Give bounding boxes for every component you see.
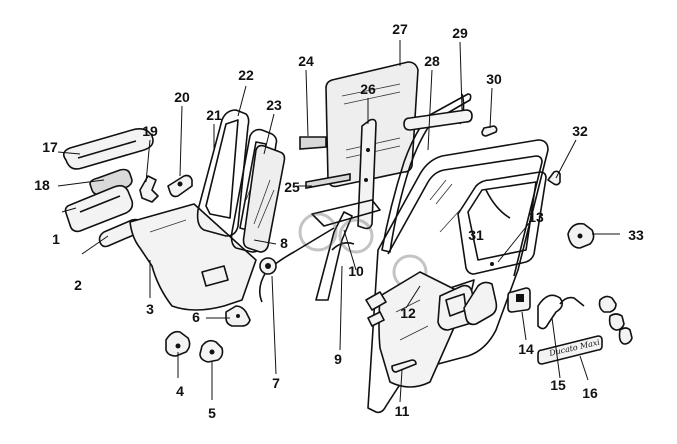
callout-30: 30 (486, 71, 502, 87)
callout-17: 17 (42, 139, 58, 155)
part-hinge-bracket (199, 339, 224, 363)
part-door-bumper (567, 222, 595, 249)
callout-4: 4 (176, 383, 184, 399)
part-run-channel-front (381, 93, 472, 253)
part-lower-hinge (365, 291, 387, 327)
callout-26: 26 (360, 81, 376, 97)
part-check-strap-pin (391, 359, 417, 373)
callout-3: 3 (146, 301, 154, 317)
callout-labels: 1 2 3 4 5 6 7 8 9 10 11 12 13 14 15 16 1… (34, 21, 644, 421)
callout-5: 5 (208, 405, 216, 421)
callout-6: 6 (192, 309, 200, 325)
callout-25: 25 (284, 179, 300, 195)
part-inner-window-frame (457, 171, 547, 275)
callout-2: 2 (74, 277, 82, 293)
part-grab-handle (62, 128, 154, 170)
part-run-channel-rear (403, 93, 473, 131)
callout-16: 16 (582, 385, 598, 401)
part-door-trim-panel (129, 203, 257, 311)
callout-22: 22 (238, 67, 254, 83)
callout-24: 24 (298, 53, 314, 69)
callout-32: 32 (572, 123, 588, 139)
callout-20: 20 (174, 89, 190, 105)
callout-29: 29 (452, 25, 468, 41)
callout-19: 19 (142, 123, 158, 139)
part-name-plate: Ducato Maxi (537, 335, 603, 365)
callout-23: 23 (266, 97, 282, 113)
part-release-lever (537, 294, 564, 330)
callout-14: 14 (518, 341, 534, 357)
part-quarter-window-glass (242, 144, 286, 253)
part-lock-cylinders (559, 295, 633, 345)
part-window-pins (299, 136, 327, 150)
callout-10: 10 (348, 263, 364, 279)
part-crank-rod (258, 227, 335, 303)
part-hinge-pin (225, 305, 251, 327)
callout-13: 13 (528, 209, 544, 225)
callout-9: 9 (334, 351, 342, 367)
callout-12: 12 (400, 305, 416, 321)
callout-27: 27 (392, 21, 408, 37)
part-bracket (139, 175, 159, 203)
part-bolt (481, 125, 498, 137)
callout-11: 11 (395, 403, 410, 419)
callout-18: 18 (34, 177, 50, 193)
part-hinge-bush (165, 330, 191, 357)
callout-8: 8 (280, 235, 288, 251)
part-lock-mechanism (463, 281, 498, 326)
part-quarter-window-frame (196, 109, 250, 237)
callout-31: 31 (468, 227, 484, 243)
callout-7: 7 (272, 375, 280, 391)
part-switch-plate (507, 287, 531, 313)
leader-lines (57, 40, 620, 403)
part-clip (167, 174, 193, 198)
callout-15: 15 (550, 377, 566, 393)
callout-1: 1 (52, 231, 60, 247)
part-stud (547, 170, 561, 186)
part-window-channel (357, 118, 377, 230)
callout-28: 28 (424, 53, 440, 69)
callout-33: 33 (628, 227, 644, 243)
callout-21: 21 (206, 107, 222, 123)
